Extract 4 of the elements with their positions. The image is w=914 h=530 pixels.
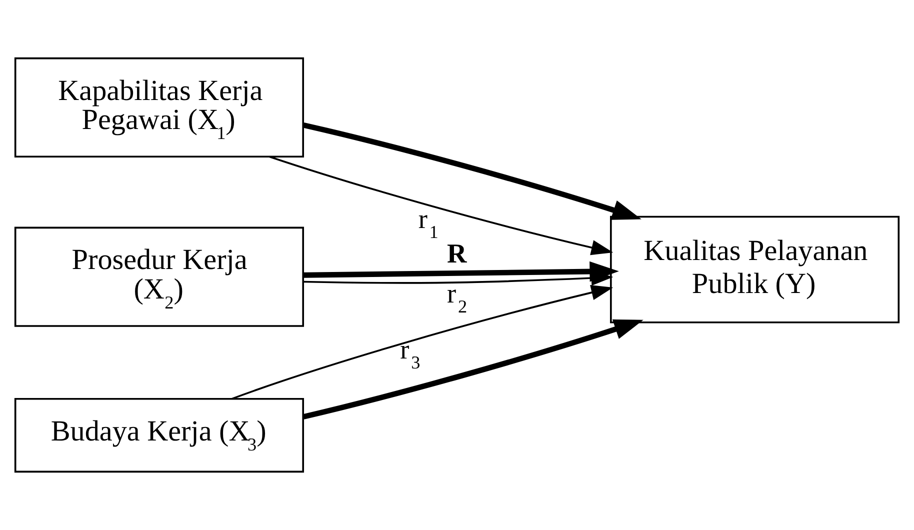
edge-label: r$_{1}$	[418, 204, 438, 242]
edge-label: r$_{2}$	[447, 278, 468, 316]
edge-label: r$_{3}$	[400, 334, 420, 372]
edge-label: R	[446, 238, 467, 268]
